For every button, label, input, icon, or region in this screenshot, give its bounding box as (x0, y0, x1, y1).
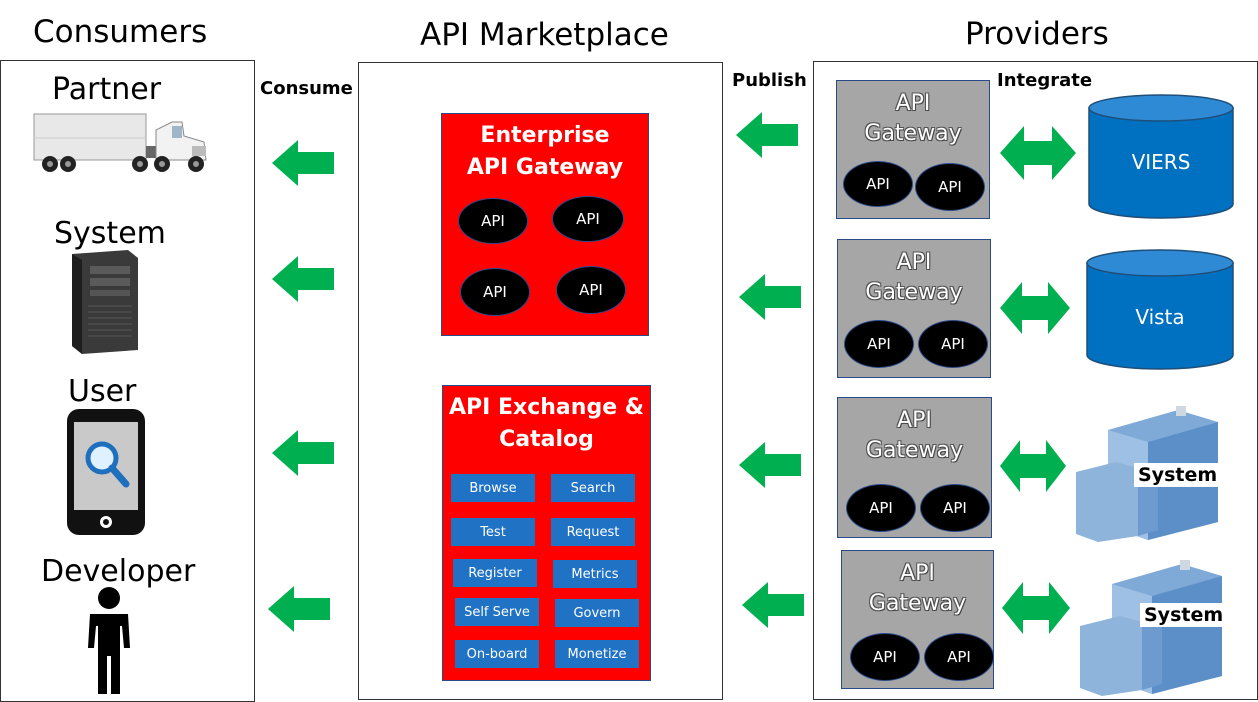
browse-button[interactable]: Browse (451, 474, 535, 502)
truck-icon (33, 113, 207, 172)
monetize-button[interactable]: Monetize (555, 640, 639, 668)
integrate-arrow-icon (1002, 582, 1070, 634)
consume-arrow-icon (272, 256, 334, 302)
api-oval: API (918, 320, 988, 368)
consumers-title: Consumers (33, 14, 208, 50)
gateway-title-line1: API (895, 91, 931, 116)
api-oval: API (458, 198, 528, 244)
api-oval: API (850, 633, 920, 681)
consumer-developer-label: Developer (41, 554, 196, 589)
consume-arrow-icon (272, 430, 334, 476)
api-oval: API (844, 320, 914, 368)
gateway-title-line1: API (896, 250, 932, 275)
provider-api-gateway: API Gateway API API (836, 80, 990, 219)
search-button[interactable]: Search (551, 474, 635, 502)
gateway-title-line2: Gateway (864, 121, 962, 146)
api-oval: API (915, 163, 985, 211)
api-oval: API (552, 196, 624, 242)
system-label: System (1140, 603, 1228, 627)
consumer-system-label: System (54, 216, 166, 251)
database-label: Vista (1135, 305, 1185, 329)
self-serve-button[interactable]: Self Serve (455, 598, 539, 626)
request-button[interactable]: Request (551, 518, 635, 546)
provider-api-gateway: API Gateway API API (837, 397, 992, 538)
developer-person-icon (88, 587, 130, 694)
gateway-title-line1: API (897, 408, 932, 433)
integrate-arrow-icon (1000, 440, 1066, 492)
publish-arrow-icon (736, 112, 798, 158)
api-oval: API (460, 268, 530, 316)
database-cylinder-vista: Vista (1086, 249, 1234, 371)
integrate-arrow-icon (1000, 282, 1070, 334)
consumer-partner-label: Partner (52, 72, 162, 107)
publish-arrow-icon (739, 442, 801, 488)
govern-button[interactable]: Govern (555, 599, 639, 627)
publish-label: Publish (732, 70, 807, 91)
on-board-button[interactable]: On-board (455, 640, 539, 668)
exchange-title-line2: Catalog (499, 427, 594, 452)
server-tower-icon (72, 250, 138, 354)
test-button[interactable]: Test (451, 518, 535, 546)
gateway-title-line2: Gateway (868, 591, 967, 616)
consume-label: Consume (260, 78, 353, 99)
consume-arrow-icon (272, 140, 334, 186)
database-cylinder-viers: VIERS (1088, 94, 1234, 220)
publish-arrow-icon (742, 582, 804, 628)
gateway-title-line1: API (900, 561, 935, 586)
exchange-title-line1: API Exchange & (449, 395, 644, 420)
metrics-button[interactable]: Metrics (553, 560, 637, 588)
api-exchange-catalog-box: API Exchange & Catalog Browse Search Tes… (442, 385, 651, 681)
enterprise-api-gateway-box: Enterprise API Gateway API API API API (441, 113, 649, 336)
provider-api-gateway: API Gateway API API (841, 550, 994, 689)
gateway-title-line2: Gateway (865, 280, 963, 305)
consume-arrow-icon (268, 586, 330, 632)
marketplace-title: API Marketplace (420, 17, 669, 53)
consumer-user-label: User (68, 374, 137, 409)
provider-api-gateway: API Gateway API API (837, 239, 991, 378)
integrate-arrow-icon (1000, 126, 1076, 180)
integrate-label: Integrate (997, 70, 1093, 91)
api-oval: API (843, 161, 913, 207)
database-label: VIERS (1131, 150, 1191, 174)
database-icon (1086, 249, 1234, 370)
enterprise-gateway-title-line1: Enterprise (480, 123, 610, 148)
database-icon (1088, 94, 1234, 219)
api-oval: API (920, 484, 990, 532)
api-oval: API (924, 633, 994, 681)
gateway-title-line2: Gateway (865, 438, 964, 463)
enterprise-gateway-title-line2: API Gateway (466, 155, 624, 180)
system-label: System (1134, 463, 1222, 487)
consumers-panel (0, 60, 255, 702)
register-button[interactable]: Register (453, 559, 537, 587)
publish-arrow-icon (739, 274, 801, 320)
smartphone-icon (67, 409, 145, 535)
providers-title: Providers (965, 16, 1109, 52)
api-oval: API (846, 484, 916, 532)
api-oval: API (556, 266, 626, 314)
